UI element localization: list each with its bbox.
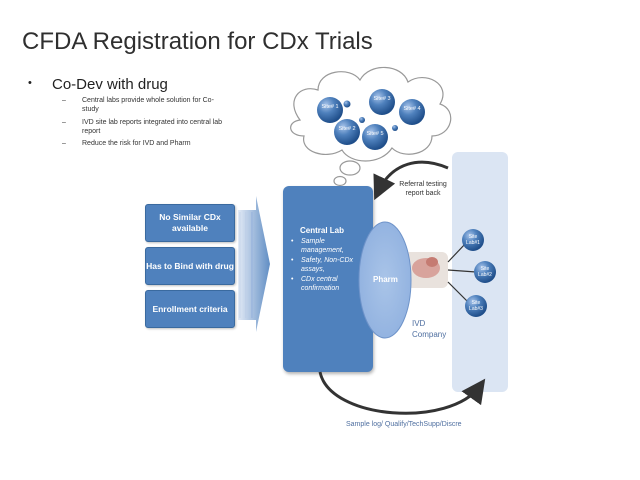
sub-bullet-text: IVD site lab reports integrated into cen… bbox=[82, 119, 223, 135]
bullet-text: Co-Dev with drug bbox=[52, 76, 168, 93]
ivd-site-ball bbox=[462, 229, 484, 251]
cloud-site-label: Site# 2 bbox=[338, 126, 356, 132]
sample-log-label: Sample log/ Qualify/TechSupp/Discre bbox=[346, 421, 462, 428]
sub-bullet-3: – Reduce the risk for IVD and Pharm bbox=[62, 140, 232, 150]
cloud-site-label: Site# 4 bbox=[403, 106, 421, 112]
referral-arrow bbox=[373, 160, 449, 201]
left-big-arrow bbox=[238, 196, 270, 332]
ivd-site-label: Site Lab#2 bbox=[478, 266, 492, 278]
sample-log-arrow bbox=[318, 371, 486, 415]
page-title: CFDA Registration for CDx Trials bbox=[22, 28, 373, 55]
bind-with-drug-box: Has to Bind with drug bbox=[145, 247, 235, 285]
sub-bullet-dash: – bbox=[62, 119, 66, 126]
enrollment-criteria-box: Enrollment criteria bbox=[145, 290, 235, 328]
sub-bullet-text: Central labs provide whole solution for … bbox=[82, 97, 214, 113]
cloud-site-ball bbox=[369, 89, 395, 115]
cloud-site-ball bbox=[362, 124, 388, 150]
cloud-site-ball bbox=[399, 99, 425, 125]
central-lab-item: Sample management, bbox=[291, 237, 361, 255]
pharm-label: Pharm bbox=[373, 275, 398, 284]
thought-cloud bbox=[290, 66, 452, 187]
ivd-site-ball bbox=[474, 261, 496, 283]
cloud-site-label: Site# 5 bbox=[366, 131, 384, 137]
central-lab-item: Safety, Non-CDx assays, bbox=[291, 256, 361, 274]
sub-bullet-1: – Central labs provide whole solution fo… bbox=[62, 97, 232, 115]
sub-bullet-text: Reduce the risk for IVD and Pharm bbox=[82, 140, 191, 147]
sub-bullet-dash: – bbox=[62, 140, 66, 147]
central-lab-title: Central Lab bbox=[300, 226, 345, 235]
ivd-site-ball bbox=[465, 295, 487, 317]
no-similar-cdx-box: No Similar CDx available bbox=[145, 204, 235, 242]
ivd-site-label: Site Lab#3 bbox=[469, 300, 483, 312]
referral-label: Referral testing report back bbox=[399, 181, 447, 197]
ivd-site-label: Site Lab#1 bbox=[466, 234, 480, 246]
cloud-site-ball bbox=[334, 119, 360, 145]
bullet-marker: • bbox=[28, 77, 32, 89]
cloud-site-label: Site# 1 bbox=[321, 104, 339, 110]
cloud-site-label: Site# 3 bbox=[373, 96, 391, 102]
central-lab-item: CDx central confirmation bbox=[291, 275, 361, 293]
ivd-company-label: IVD Company bbox=[412, 319, 447, 339]
cloud-site-ball bbox=[317, 97, 343, 123]
central-lab-list: Sample management, Safety, Non-CDx assay… bbox=[291, 237, 361, 294]
sub-bullet-2: – IVD site lab reports integrated into c… bbox=[62, 119, 232, 137]
sub-bullet-dash: – bbox=[62, 97, 66, 104]
lab-photo bbox=[404, 252, 448, 288]
